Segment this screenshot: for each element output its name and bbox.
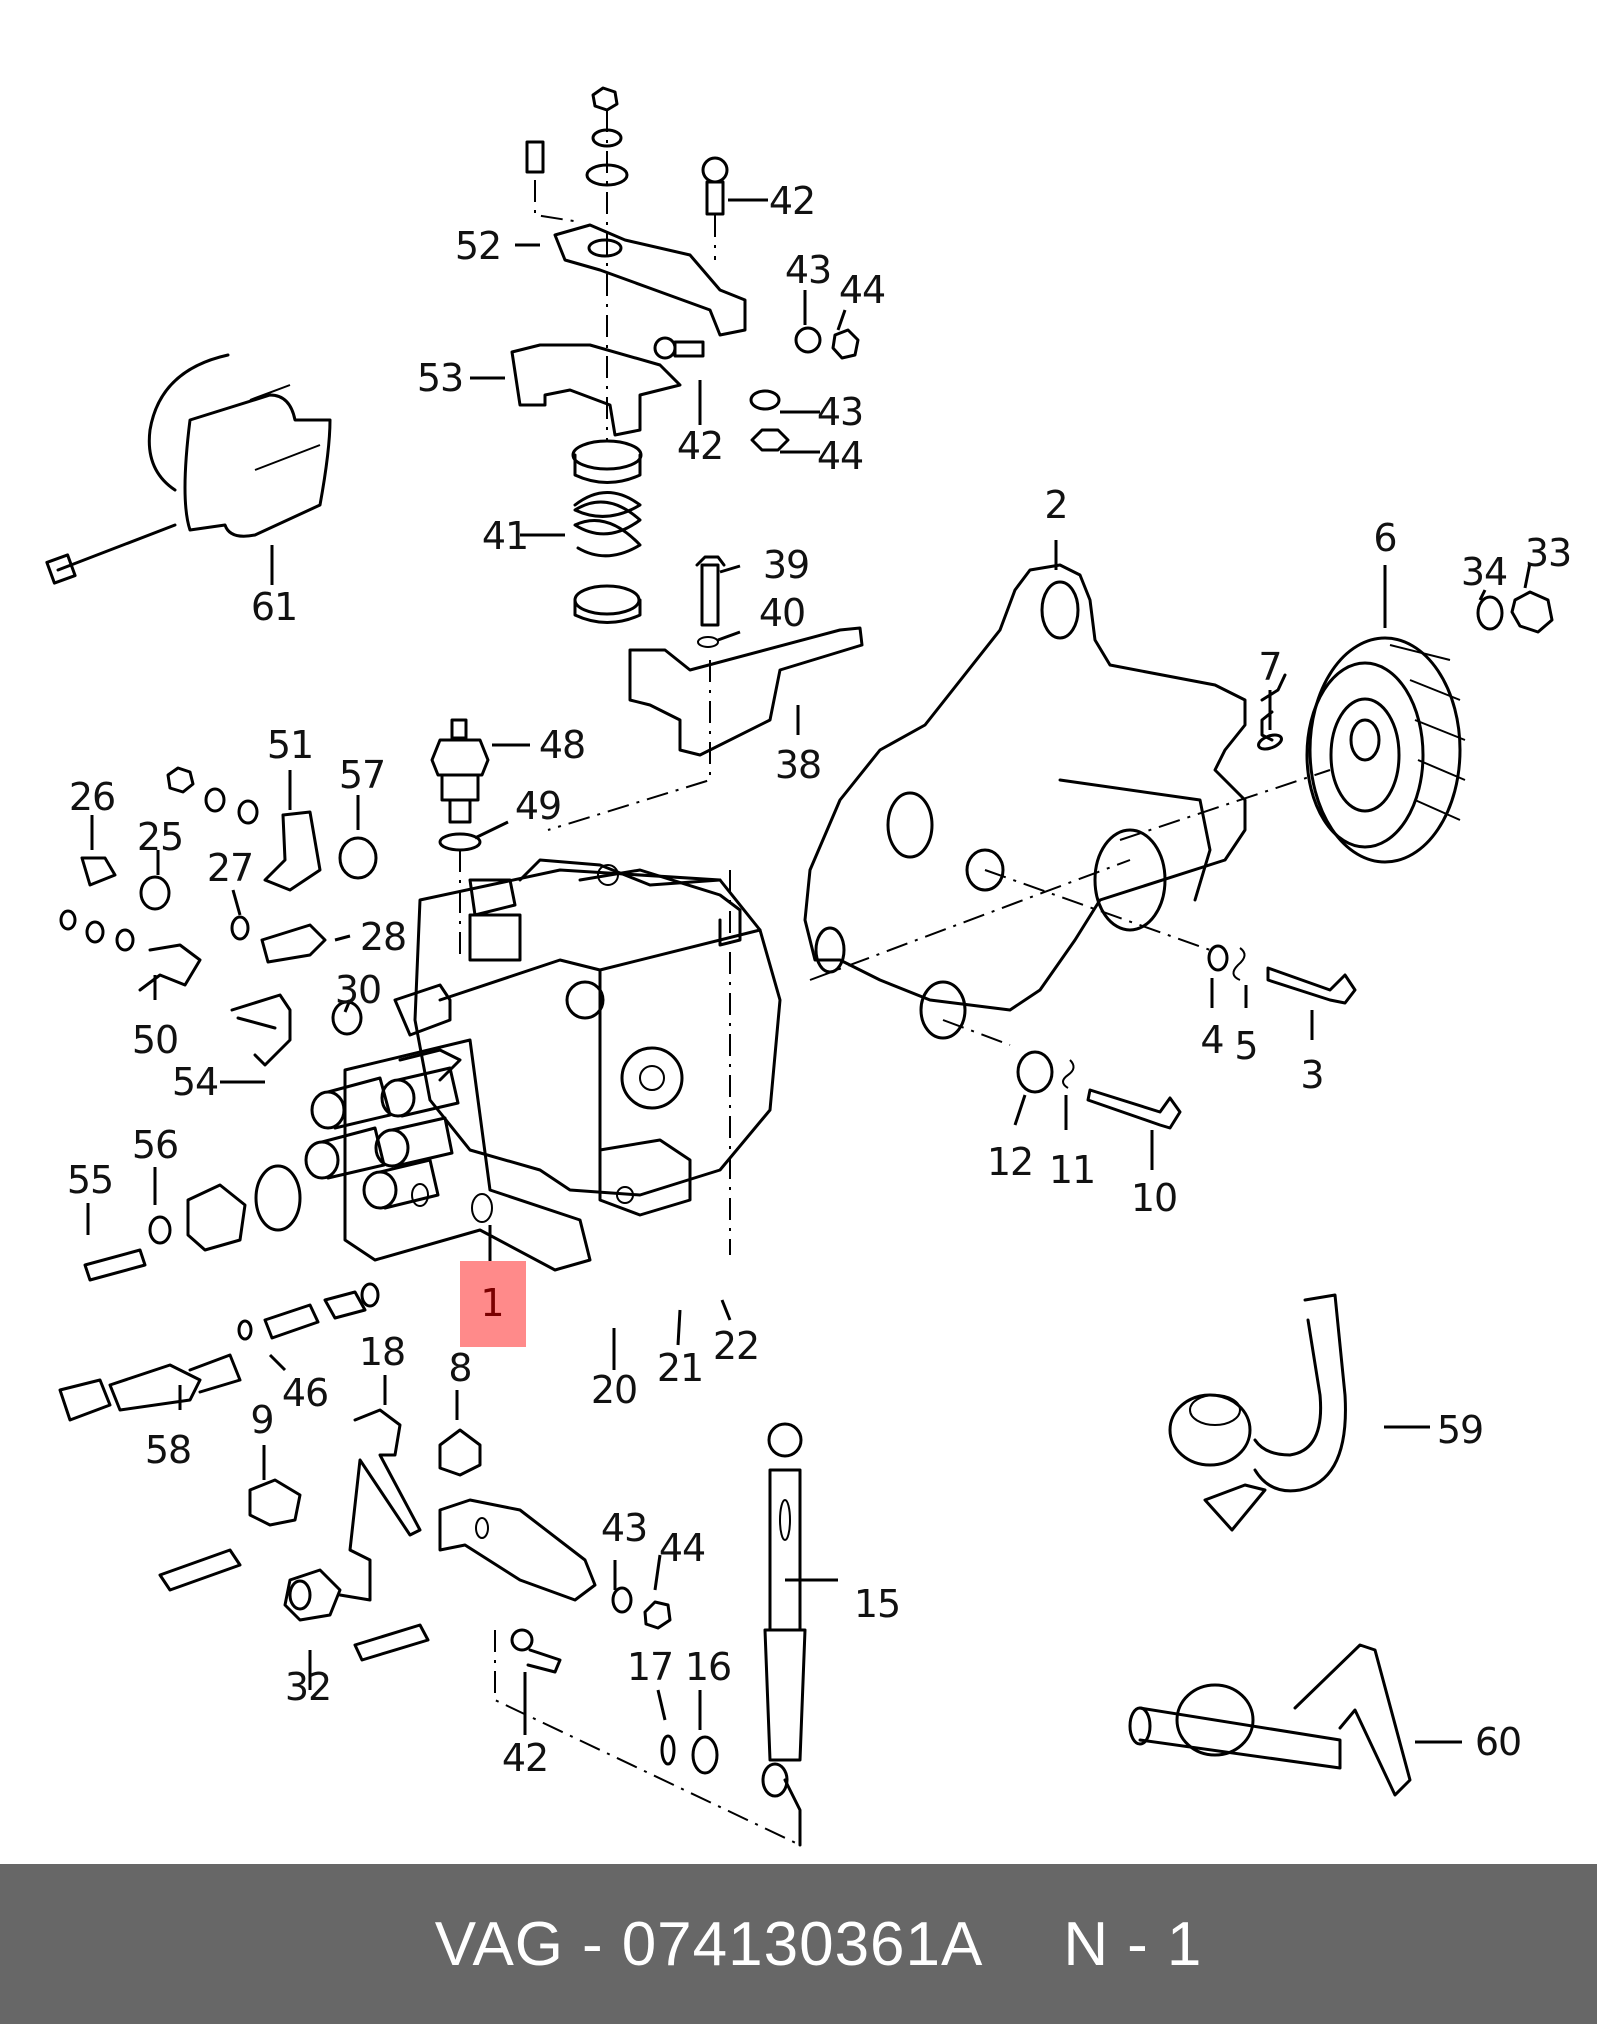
part-52-lever: [525, 140, 747, 337]
label-part-44-mid[interactable]: 44: [816, 434, 864, 478]
brand-name: VAG: [434, 1909, 565, 1979]
label-part-25[interactable]: 25: [136, 815, 184, 859]
label-part-43-mid[interactable]: 43: [816, 390, 864, 434]
part-33-34-nut-washer: [1476, 590, 1554, 634]
part-43-44-nuts: [749, 326, 860, 452]
label-part-55[interactable]: 55: [66, 1158, 114, 1202]
label-part-11[interactable]: 11: [1048, 1148, 1096, 1192]
label-part-33[interactable]: 33: [1524, 531, 1572, 575]
label-part-27[interactable]: 27: [206, 846, 254, 890]
label-part-52[interactable]: 52: [454, 224, 502, 268]
label-part-3[interactable]: 3: [1300, 1053, 1324, 1097]
position-number: 1: [1166, 1909, 1203, 1979]
label-part-17[interactable]: 17: [626, 1645, 674, 1689]
label-part-42-mid[interactable]: 42: [676, 424, 724, 468]
part-48-switch: [430, 718, 490, 960]
label-part-43-bottom[interactable]: 43: [600, 1506, 648, 1550]
label-part-32[interactable]: 32: [284, 1665, 332, 1709]
label-part-4[interactable]: 4: [1200, 1018, 1224, 1062]
part-61-sensor: [45, 353, 332, 585]
part-15-damper: [761, 1422, 807, 1847]
label-part-9[interactable]: 9: [250, 1398, 274, 1442]
part-2-bracket: [803, 563, 1331, 1046]
label-part-12[interactable]: 12: [986, 1140, 1034, 1184]
part-42-ball-studs: [653, 156, 729, 360]
label-part-38[interactable]: 38: [774, 743, 822, 787]
label-part-61[interactable]: 61: [250, 585, 298, 629]
label-part-34[interactable]: 34: [1460, 550, 1508, 594]
label-part-10[interactable]: 10: [1130, 1176, 1178, 1220]
label-part-56[interactable]: 56: [131, 1123, 179, 1167]
label-part-40[interactable]: 40: [758, 591, 806, 635]
label-part-57[interactable]: 57: [338, 753, 386, 797]
label-part-5[interactable]: 5: [1234, 1024, 1258, 1068]
parts-10-11-12-fasteners: [1016, 1050, 1182, 1130]
label-part-50[interactable]: 50: [131, 1018, 179, 1062]
label-part-26[interactable]: 26: [68, 775, 116, 819]
label-part-60[interactable]: 60: [1474, 1720, 1522, 1764]
footer-caption: VAG - 074130361A N - 1: [0, 1864, 1597, 2024]
label-part-48[interactable]: 48: [538, 723, 586, 767]
label-part-46[interactable]: 46: [281, 1371, 329, 1415]
label-part-2[interactable]: 2: [1044, 483, 1068, 527]
diagram-drawing: [45, 86, 1554, 1847]
brand-separator: -: [582, 1909, 604, 1979]
position-prefix: N: [1063, 1909, 1110, 1979]
part-1-injection-pump: [304, 858, 782, 1272]
label-part-21[interactable]: 21: [656, 1346, 704, 1390]
label-part-59[interactable]: 59: [1436, 1408, 1484, 1452]
label-part-7[interactable]: 7: [1258, 645, 1282, 689]
part-60-pipe: [1128, 1643, 1412, 1797]
footer-bar: VAG - 074130361A N - 1: [0, 1864, 1597, 2024]
label-part-44-top[interactable]: 44: [838, 268, 886, 312]
top-nut-stack: [585, 86, 629, 440]
label-part-41[interactable]: 41: [481, 514, 529, 558]
label-part-8[interactable]: 8: [448, 1346, 472, 1390]
label-part-42-top[interactable]: 42: [768, 179, 816, 223]
label-part-39[interactable]: 39: [762, 543, 810, 587]
label-part-49[interactable]: 49: [514, 784, 562, 828]
label-part-16[interactable]: 16: [684, 1645, 732, 1689]
label-part-20[interactable]: 20: [590, 1368, 638, 1412]
part-41-spring: [571, 439, 643, 624]
parts-left-small: [58, 766, 452, 1422]
label-part-53[interactable]: 53: [416, 356, 464, 400]
label-part-42-bottom[interactable]: 42: [501, 1736, 549, 1780]
part-number: 074130361A: [621, 1909, 984, 1979]
parts-lower-linkage: [158, 1408, 801, 1846]
parts-3-4-5-fasteners: [1207, 944, 1357, 1005]
position-separator: -: [1127, 1909, 1149, 1979]
part-53-lever: [510, 343, 682, 437]
parts-diagram: 1 2 3 4 5 6 7 8 9 10 11 12 15 16 17 18 2…: [45, 86, 1573, 1847]
part-59-banjo-fitting: [1168, 1293, 1347, 1532]
label-part-43-top[interactable]: 43: [784, 248, 832, 292]
label-part-51[interactable]: 51: [266, 723, 314, 767]
leader-lines: [86, 198, 1532, 1744]
label-part-44-bottom[interactable]: 44: [658, 1526, 706, 1570]
label-part-30[interactable]: 30: [334, 968, 382, 1012]
label-part-58[interactable]: 58: [144, 1428, 192, 1472]
part-7-key: [1257, 733, 1283, 751]
label-part-28[interactable]: 28: [359, 915, 407, 959]
label-part-54[interactable]: 54: [171, 1060, 219, 1104]
part-6-sprocket: [1260, 636, 1466, 864]
label-part-22[interactable]: 22: [712, 1324, 760, 1368]
label-part-6[interactable]: 6: [1373, 516, 1397, 560]
highlight-part-1[interactable]: [460, 1261, 526, 1347]
label-part-1[interactable]: 1: [480, 1281, 504, 1325]
label-part-18[interactable]: 18: [358, 1330, 406, 1374]
label-part-15[interactable]: 15: [853, 1582, 901, 1626]
part-38-bracket: [547, 555, 864, 831]
